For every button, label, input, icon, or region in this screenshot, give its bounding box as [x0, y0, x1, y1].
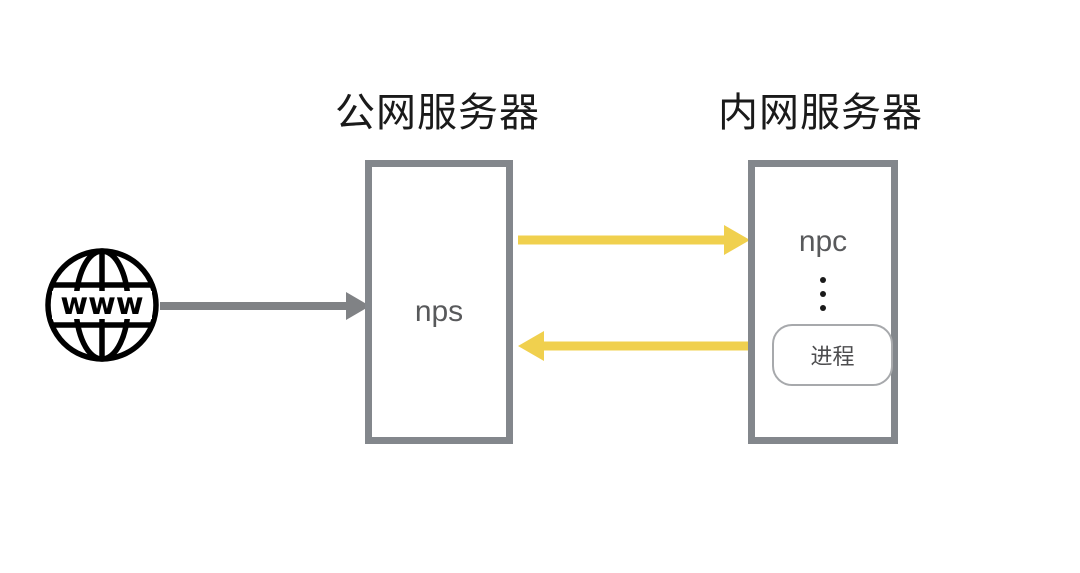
npc-label: npc	[798, 225, 848, 258]
process-pill: 进程	[772, 324, 893, 386]
ellipsis-dot-2	[820, 291, 826, 297]
nps-label: nps	[414, 295, 464, 328]
ellipsis-dot-3	[820, 305, 826, 311]
public-server-title: 公网服务器	[335, 90, 540, 136]
npc-server-box: npc 进程	[748, 160, 898, 444]
arrow-nps-to-npc	[518, 225, 750, 255]
process-label: 进程	[810, 345, 855, 370]
globe-www-text: www	[60, 287, 143, 322]
nps-server-box: nps	[365, 160, 513, 444]
private-server-title: 内网服务器	[718, 90, 923, 136]
arrow-www-to-nps	[160, 292, 370, 320]
globe-www-icon: www	[44, 247, 160, 363]
ellipsis-dot-1	[820, 277, 826, 283]
vertical-ellipsis-icon	[755, 277, 891, 311]
arrow-npc-to-nps	[518, 331, 750, 361]
